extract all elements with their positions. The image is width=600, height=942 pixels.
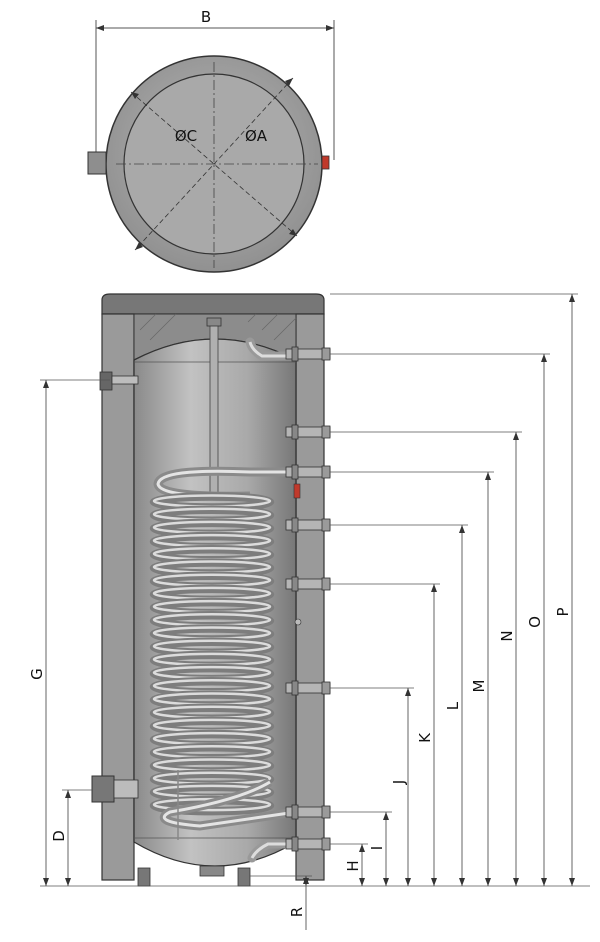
- pipe-connector: [285, 464, 331, 480]
- diameter-a-label: ØA: [245, 127, 268, 145]
- svg-text:K: K: [416, 732, 434, 743]
- dimension-n: N: [330, 431, 522, 886]
- svg-text:D: D: [50, 830, 68, 842]
- dimension-d: D: [50, 789, 92, 886]
- dimension-l: L: [330, 524, 468, 886]
- right-connectors: [285, 346, 331, 852]
- right-foot: [237, 867, 251, 887]
- dimension-i: I: [330, 811, 392, 886]
- svg-text:N: N: [498, 630, 516, 641]
- b-label: B: [201, 8, 211, 26]
- pipe-connector: [285, 836, 331, 852]
- dimension-h: H: [330, 843, 368, 886]
- svg-text:R: R: [288, 907, 306, 917]
- dimension-j: J: [330, 687, 414, 886]
- pipe-connector: [285, 346, 331, 362]
- dimension-p: P: [330, 293, 578, 886]
- pipe-connector: [285, 804, 331, 820]
- side-view: [40, 293, 590, 887]
- dimension-m: M: [330, 471, 494, 886]
- svg-text:O: O: [526, 616, 544, 628]
- svg-text:H: H: [344, 860, 362, 871]
- diameter-c-label: ØC: [175, 127, 197, 145]
- top-view: B ØC ØA: [87, 8, 335, 273]
- svg-text:I: I: [368, 846, 386, 850]
- svg-text:L: L: [444, 701, 462, 710]
- heat-exchanger-coil: [149, 466, 297, 840]
- left-fitting: [87, 151, 107, 175]
- pipe-connector: [285, 424, 331, 440]
- drain-outlet: [199, 865, 225, 877]
- diameter-c-line: [130, 91, 298, 237]
- lid: [101, 293, 325, 315]
- right-fitting-red: [321, 155, 330, 170]
- dimension-lines: P ON ML K J I H G D R: [28, 293, 578, 930]
- dimension-r: R: [250, 875, 312, 930]
- svg-text:J: J: [390, 780, 408, 785]
- dimension-o: O: [330, 353, 550, 886]
- svg-text:P: P: [554, 607, 572, 616]
- svg-text:M: M: [470, 680, 488, 693]
- svg-text:G: G: [28, 668, 46, 680]
- jacket-right-wall: [295, 313, 325, 881]
- dimension-k: K: [330, 583, 440, 886]
- dimension-g: G: [28, 379, 110, 886]
- pipe-connector: [285, 680, 331, 696]
- left-sensor-fitting: [99, 371, 113, 391]
- left-lower-fitting: [91, 775, 115, 803]
- diameter-a-line: [134, 77, 294, 251]
- left-foot: [137, 867, 151, 887]
- pipe-connector: [285, 576, 331, 592]
- pipe-connector: [285, 517, 331, 533]
